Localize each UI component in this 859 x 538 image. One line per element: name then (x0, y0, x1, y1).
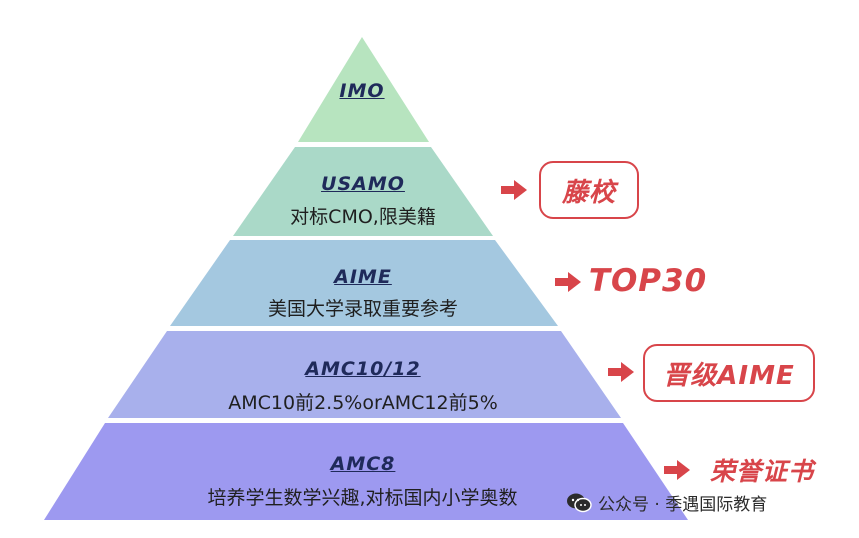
pyramid-tier-imo (298, 37, 429, 142)
tier-desc-aime: 美国大学录取重要参考 (267, 298, 458, 320)
tier-desc-usamo: 对标CMO,限美籍 (290, 206, 436, 228)
arrow-right-icon (608, 362, 634, 382)
tier-desc-amc8: 培养学生数学兴趣,对标国内小学奥数 (207, 487, 518, 509)
watermark: 公众号 · 季遇国际教育 (566, 490, 767, 515)
pyramid-tier-amc1012 (108, 331, 621, 418)
tier-title-aime: AIME (334, 266, 392, 288)
tier-title-amc1012: AMC10/12 (305, 358, 421, 380)
pyramid-tier-aime (170, 240, 558, 326)
outcome-badge-top30: TOP30 (588, 263, 708, 299)
tier-desc-amc1012: AMC10前2.5%orAMC12前5% (228, 392, 498, 414)
arrow-right-icon (501, 180, 527, 200)
outcome-badge-ivy: 藤校 (539, 161, 639, 219)
outcome-badge-certificate: 荣誉证书 (709, 457, 814, 486)
tier-title-usamo: USAMO (321, 173, 405, 195)
tier-title-imo: IMO (339, 80, 385, 102)
outcome-badge-aime: 晋级AIME (643, 344, 815, 402)
pyramid-tier-amc8 (44, 423, 688, 520)
watermark-text: 公众号 · 季遇国际教育 (598, 495, 768, 515)
arrow-right-icon (555, 272, 581, 292)
pyramid-tier-usamo (233, 147, 493, 236)
tier-title-amc8: AMC8 (330, 453, 396, 475)
arrow-right-icon (664, 460, 690, 480)
wechat-icon (567, 493, 592, 512)
